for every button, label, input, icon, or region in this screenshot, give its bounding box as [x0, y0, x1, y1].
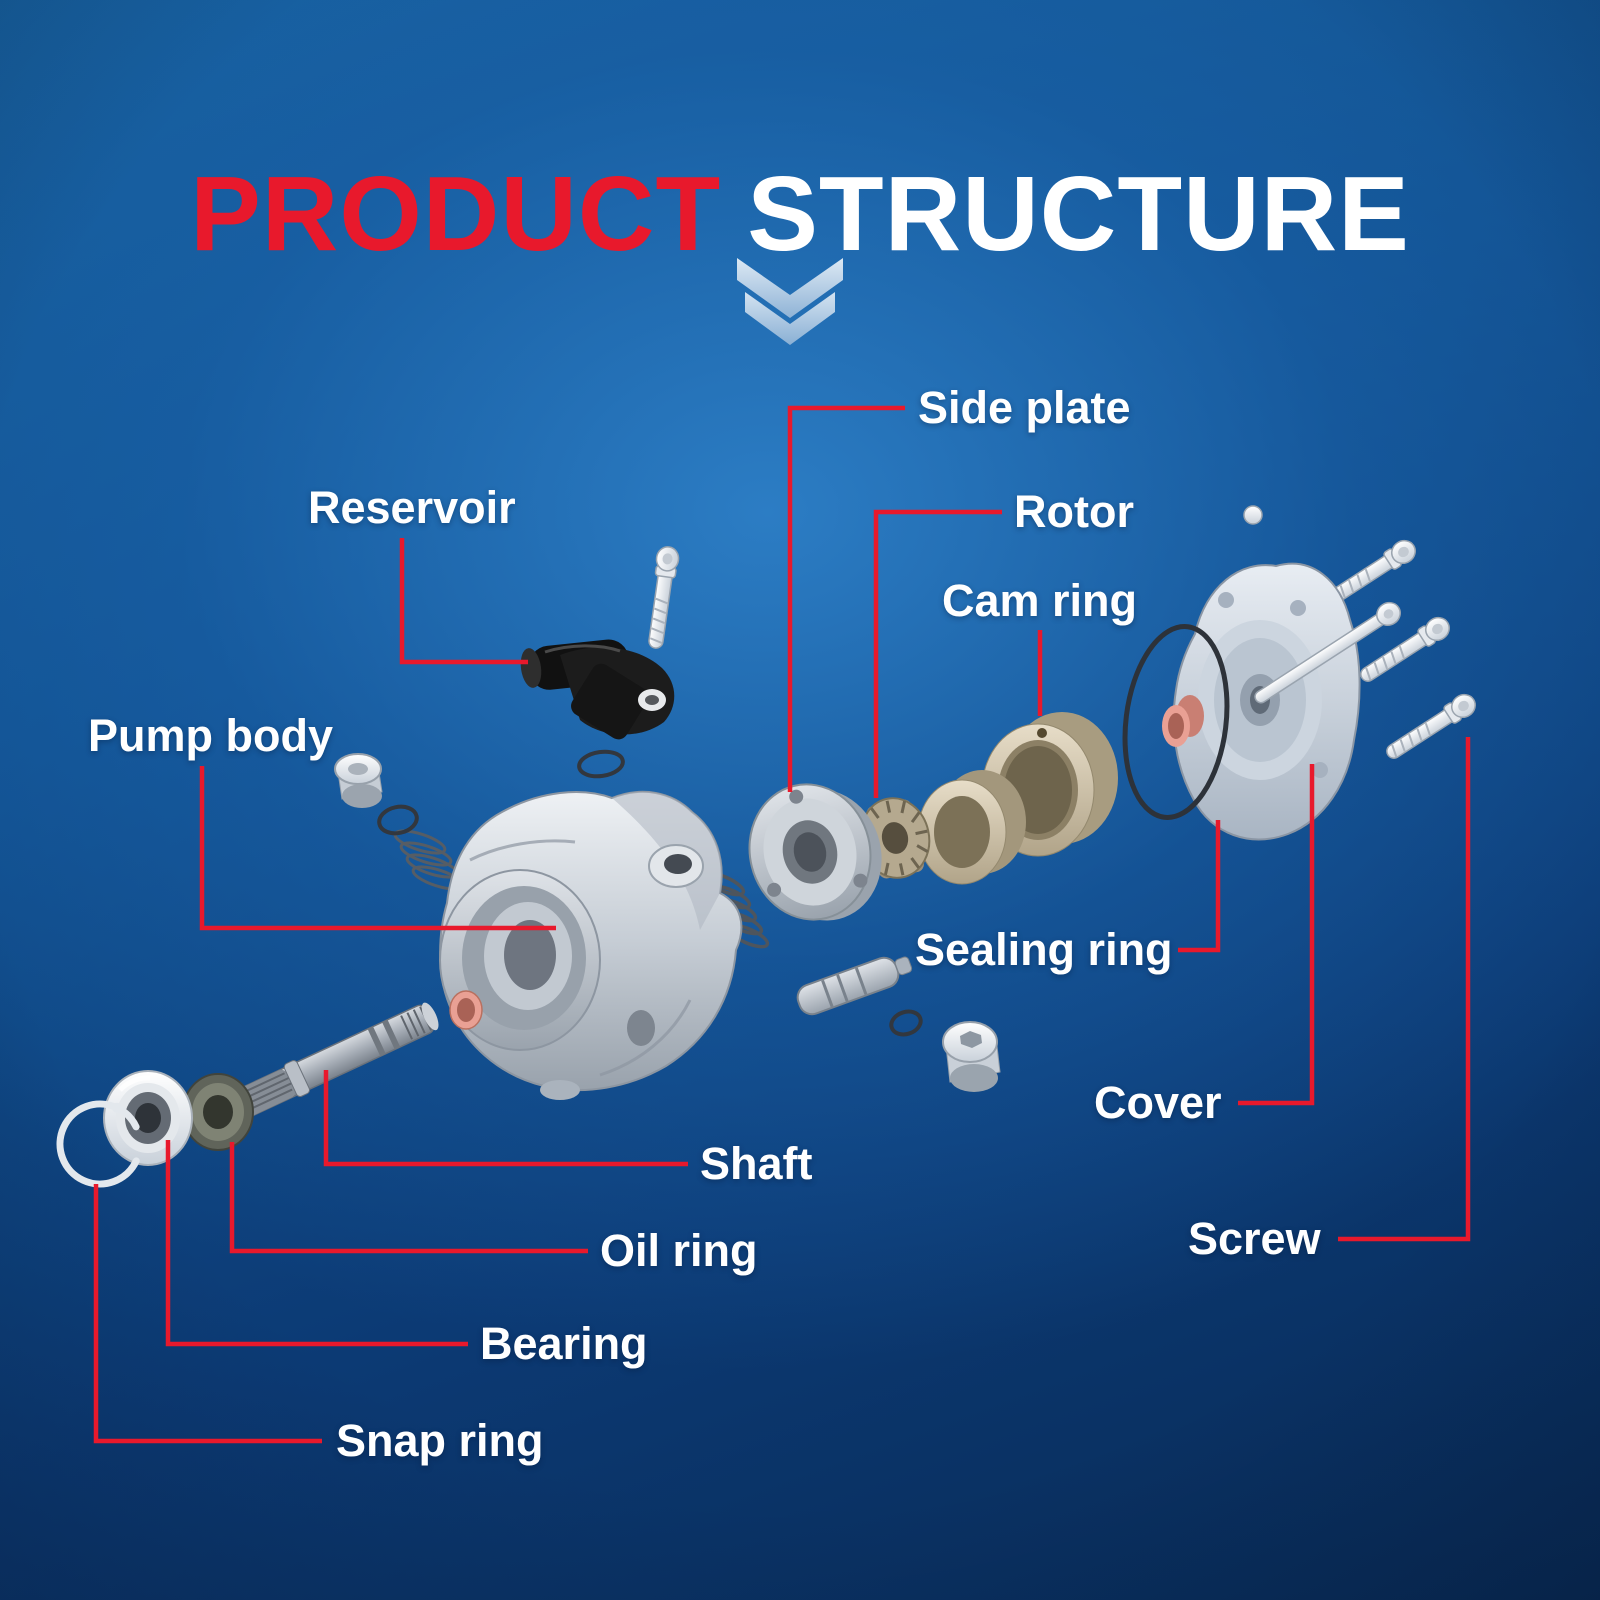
label-bearing: Bearing [480, 1318, 648, 1369]
title-word-product: PRODUCT [190, 155, 722, 274]
label-screw: Screw [1188, 1213, 1321, 1264]
part-sealing-ring [1122, 624, 1230, 820]
leader-oil-ring [229, 1142, 588, 1254]
leader-screw [1338, 737, 1471, 1242]
leader-side-plate [787, 405, 905, 792]
part-plug-bottom [942, 1021, 1001, 1092]
label-reservoir: Reservoir [308, 482, 516, 533]
label-snap-ring: Snap ring [336, 1415, 544, 1466]
part-bearing [103, 1070, 193, 1166]
label-rotor: Rotor [1014, 486, 1134, 537]
title-word-structure: STRUCTURE [747, 155, 1410, 274]
leader-snap-ring [93, 1184, 322, 1444]
double-chevron-down-icon [737, 258, 843, 345]
leader-bearing [165, 1140, 468, 1347]
leader-lines [93, 405, 1471, 1444]
label-sealing-ring: Sealing ring [915, 924, 1173, 975]
part-o-ring-3 [889, 1009, 923, 1037]
label-pump-body: Pump body [88, 710, 333, 761]
part-o-ring-2 [577, 749, 625, 779]
part-plug [334, 753, 383, 808]
part-pump-body [439, 790, 743, 1100]
part-ball [1243, 505, 1263, 525]
label-shaft: Shaft [700, 1138, 813, 1189]
part-oil-ring [182, 1073, 254, 1151]
label-cover: Cover [1094, 1077, 1222, 1128]
leader-shaft [323, 1070, 688, 1167]
label-side-plate: Side plate [918, 382, 1131, 433]
leader-rotor [873, 509, 1002, 798]
leader-sealing-ring [1178, 820, 1221, 953]
part-snap-ring [56, 1100, 144, 1188]
leader-pump-body [199, 766, 556, 931]
part-o-ring-1 [377, 804, 419, 836]
part-shaft-bushing [449, 990, 483, 1030]
part-cam-ring-inner [917, 770, 1026, 885]
part-side-plate [748, 783, 882, 921]
leader-reservoir [399, 538, 528, 665]
label-oil-ring: Oil ring [600, 1225, 758, 1276]
part-valve [796, 956, 913, 1016]
part-bushing [1162, 695, 1204, 747]
part-cover-bolt [1254, 601, 1401, 704]
leader-cover [1238, 764, 1315, 1106]
label-cam-ring: Cam ring [942, 575, 1138, 626]
part-shaft [233, 1002, 439, 1118]
part-reservoir [520, 639, 675, 740]
